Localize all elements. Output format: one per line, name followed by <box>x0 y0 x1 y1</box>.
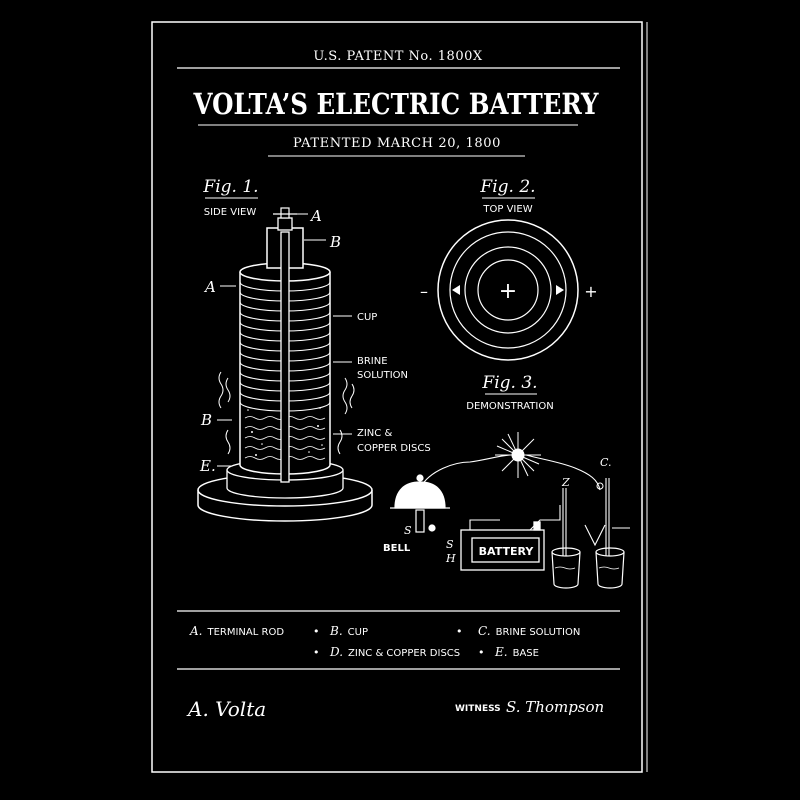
legend-item-c: C.BRINE SOLUTION <box>478 624 580 638</box>
fig1-title: Fig. 1. <box>202 177 258 197</box>
legend-item-d: D.ZINC & COPPER DISCS <box>329 645 460 659</box>
fig2-top-view: Fig. 2. TOP VIEW + – + <box>420 177 598 361</box>
fig3-demonstration: Fig. 3. DEMONSTRATION <box>383 373 630 589</box>
fig3-title: Fig. 3. <box>481 373 537 393</box>
left-arrow-icon <box>452 285 460 295</box>
bell-label: BELL <box>383 543 411 554</box>
patent-number: U.S. PATENT No. 1800X <box>313 49 482 64</box>
fig2-title: Fig. 2. <box>479 177 535 197</box>
bell-icon <box>390 474 450 533</box>
label-copper-discs: COPPER DISCS <box>357 443 431 454</box>
minus-sign: – <box>420 282 428 301</box>
fig1-labels: A B A B E. CUP BRINE SOLUTION ZINC & COP… <box>199 207 431 475</box>
plus-sign: + <box>584 282 597 301</box>
label-solution: SOLUTION <box>357 370 408 381</box>
label-brine: BRINE <box>357 356 388 367</box>
concentric-rings <box>437 219 579 361</box>
battery-label: BATTERY <box>479 545 535 558</box>
terminal-rod <box>266 207 304 483</box>
label-e-left: E. <box>199 457 216 475</box>
legend-bullet-2: • <box>456 625 463 638</box>
legend: A.TERMINAL ROD • B.CUP • C.BRINE SOLUTIO… <box>189 624 580 659</box>
wires <box>419 454 630 556</box>
label-cup: CUP <box>357 312 377 323</box>
legend-bullet-4: • <box>478 646 485 659</box>
page-title: VOLTA’S ELECTRIC BATTERY <box>193 87 599 121</box>
fig2-subtitle: TOP VIEW <box>482 204 532 215</box>
legend-bullet-1: • <box>313 625 320 638</box>
c-label: C. <box>600 456 612 469</box>
spark-icon <box>495 432 541 478</box>
bubbles <box>247 407 323 456</box>
cups <box>551 547 625 589</box>
terminal-icon <box>596 482 604 490</box>
label-b-left: B <box>200 411 212 429</box>
z-label: Z <box>561 476 570 489</box>
fig3-subtitle: DEMONSTRATION <box>466 401 553 412</box>
sh-s-label: S <box>446 538 454 551</box>
witness-signature: S. Thompson <box>506 698 604 716</box>
right-arrow-icon <box>556 285 564 295</box>
battery-box <box>460 521 545 571</box>
label-zinc: ZINC & <box>357 428 392 439</box>
legend-bullet-3: • <box>313 646 320 659</box>
sh-h-label: H <box>445 552 456 565</box>
legend-item-a: A.TERMINAL ROD <box>189 624 284 638</box>
witness-label: WITNESS <box>455 704 501 714</box>
fig1-subtitle: SIDE VIEW <box>204 207 257 218</box>
label-a-left: A <box>203 278 216 296</box>
s-label: S <box>404 524 412 537</box>
outer-frame <box>151 21 643 773</box>
legend-item-e: E.BASE <box>494 645 539 659</box>
label-b-top: B <box>329 233 341 251</box>
label-a-top: A <box>309 207 322 225</box>
patent-date: PATENTED MARCH 20, 1800 <box>293 136 501 151</box>
center-plus: + <box>499 279 517 304</box>
legend-item-b: B.CUP <box>329 624 368 638</box>
fig1-side-view: Fig. 1. SIDE VIEW <box>197 177 431 522</box>
inventor-signature: A. Volta <box>186 697 266 721</box>
